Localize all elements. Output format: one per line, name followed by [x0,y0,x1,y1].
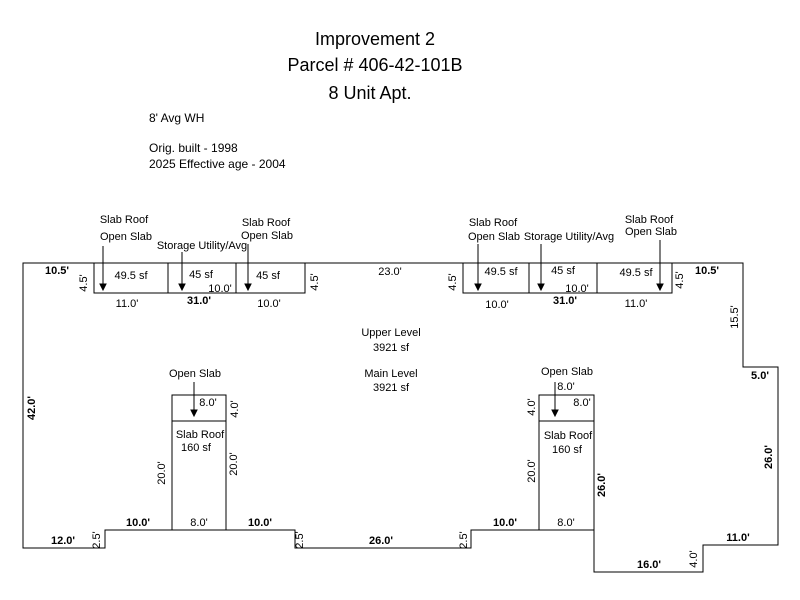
dim-label: 10.0' [208,283,232,295]
dim-label: 8.0' [573,397,590,409]
dim-label: 8.0' [190,517,207,529]
callout-slab-roof: Slab Roof [469,217,518,229]
dim-label: 11.0' [116,298,139,310]
dim-label: 10.0' [485,299,509,311]
top-right-bays-outline [462,263,673,294]
callout-storage-utility: Storage Utility/Avg [524,231,614,243]
dim-label: 4.0' [526,398,538,415]
dim-label: 16.0' [637,559,661,571]
bay-area-label: 49.5 sf [484,266,518,278]
dim-label: 23.0' [378,266,402,278]
callout-open-slab: Open Slab [241,230,293,242]
upper-level-area: 3921 sf [373,342,410,354]
dim-label: 2.5' [91,531,103,548]
callout-open-slab: Open Slab [625,226,677,238]
dim-label: 2.5' [458,531,470,548]
callout-storage-utility: Storage Utility/Avg [157,240,247,252]
slab-roof-right-area: 160 sf [552,444,583,456]
dim-label: 11.0' [726,532,750,544]
dim-label: 4.0' [688,550,700,567]
bay-area-label: 49.5 sf [619,267,653,279]
dim-label: 20.0' [156,461,168,485]
callout-slab-roof: Slab Roof [100,214,149,226]
upper-level-label: Upper Level [361,327,420,339]
main-level-area: 3921 sf [373,382,410,394]
dim-label: 42.0' [26,396,38,420]
dim-label: 31.0' [553,295,577,307]
unit-description: 8 Unit Apt. [328,83,411,103]
dim-label: 10.5' [45,265,69,277]
callout-slab-roof: Slab Roof [242,217,291,229]
callout-open-slab: Open Slab [169,368,221,380]
main-level-label: Main Level [364,368,417,380]
wall-height-note: 8' Avg WH [149,111,204,125]
sketch-title: Improvement 2 [315,29,435,49]
dim-label: 8.0' [199,397,216,409]
top-left-bays-outline [93,263,306,294]
dim-label: 10.0' [565,283,589,295]
dim-label: 10.0' [126,517,150,529]
slab-roof-left-outline [171,394,227,531]
bay-area-label: 45 sf [256,270,281,282]
dim-label: 10.5' [695,265,719,277]
effective-age-note: 2025 Effective age - 2004 [149,157,286,171]
callout-arrows [99,240,664,418]
dim-label: 11.0' [625,298,648,310]
dim-label: 31.0' [187,295,211,307]
dim-label: 10.0' [257,298,281,310]
slab-roof-left-label: Slab Roof [176,429,225,441]
dim-label: 4.5' [447,273,459,290]
dim-label: 10.0' [493,517,517,529]
dim-label: 2.5' [294,531,306,548]
bay-area-label: 45 sf [551,265,576,277]
dim-label: 8.0' [557,381,574,393]
dim-label: 26.0' [763,445,775,469]
dim-label: 10.0' [248,517,272,529]
dim-label: 4.5' [309,273,321,290]
dim-label: 15.5' [729,305,741,329]
callout-slab-roof: Slab Roof [625,214,674,226]
callout-open-slab: Open Slab [100,231,152,243]
orig-built-note: Orig. built - 1998 [149,141,238,155]
callout-open-slab: Open Slab [468,231,520,243]
dim-label: 8.0' [557,517,574,529]
slab-roof-right-outline [538,394,595,531]
dim-label: 4.5' [674,271,686,288]
dim-label: 4.0' [229,400,241,417]
dim-label: 4.5' [78,274,90,291]
parcel-number: Parcel # 406-42-101B [287,55,462,75]
bay-area-label: 49.5 sf [114,270,148,282]
dim-label: 12.0' [51,535,75,547]
bay-area-label: 45 sf [189,269,214,281]
dim-label: 5.0' [751,370,769,382]
callout-open-slab: Open Slab [541,366,593,378]
dim-label: 26.0' [596,473,608,497]
dim-label: 26.0' [369,535,393,547]
dim-label: 20.0' [526,459,538,483]
slab-roof-right-label: Slab Roof [544,430,593,442]
dim-label: 20.0' [228,452,240,476]
slab-roof-left-area: 160 sf [181,442,212,454]
